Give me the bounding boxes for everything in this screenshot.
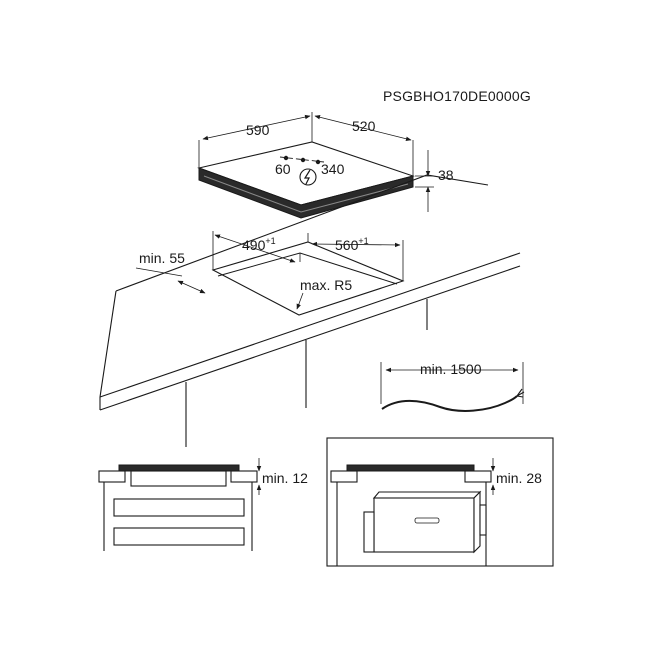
cutout-width: 490 [242, 237, 266, 253]
drawer-cabinet: min. 12 [98, 458, 308, 551]
cutout-depth: 560 [335, 237, 359, 253]
edge-min-label: min. 55 [139, 250, 185, 266]
model-code: PSGBHO170DE0000G [383, 88, 531, 104]
hob-width-label: 590 [246, 122, 270, 138]
cutout-depth-tol: +1 [358, 236, 368, 246]
hob: 590 520 38 60 340 [197, 112, 454, 219]
hob-height-label: 38 [438, 167, 454, 183]
cutout-width-label: 490+1 [242, 236, 276, 253]
worktop: 490+1 560+1 min. 55 max. R5 [99, 174, 521, 447]
cable-length: min. 1500 [380, 361, 525, 412]
corner-radius-label: max. R5 [300, 277, 352, 293]
drawer-clearance-label: min. 12 [262, 470, 308, 486]
cutout-depth-label: 560+1 [335, 236, 369, 253]
oven-cabinet: min. 28 [326, 437, 554, 567]
cable-min-label: 60 [275, 161, 291, 177]
oven-clearance-label: min. 28 [496, 470, 542, 486]
cable-length-label: min. 1500 [420, 361, 482, 377]
hob-depth-label: 520 [352, 118, 376, 134]
power-connection-icon [299, 168, 317, 186]
cutout-width-tol: +1 [265, 236, 275, 246]
cable-max-label: 340 [321, 161, 345, 177]
